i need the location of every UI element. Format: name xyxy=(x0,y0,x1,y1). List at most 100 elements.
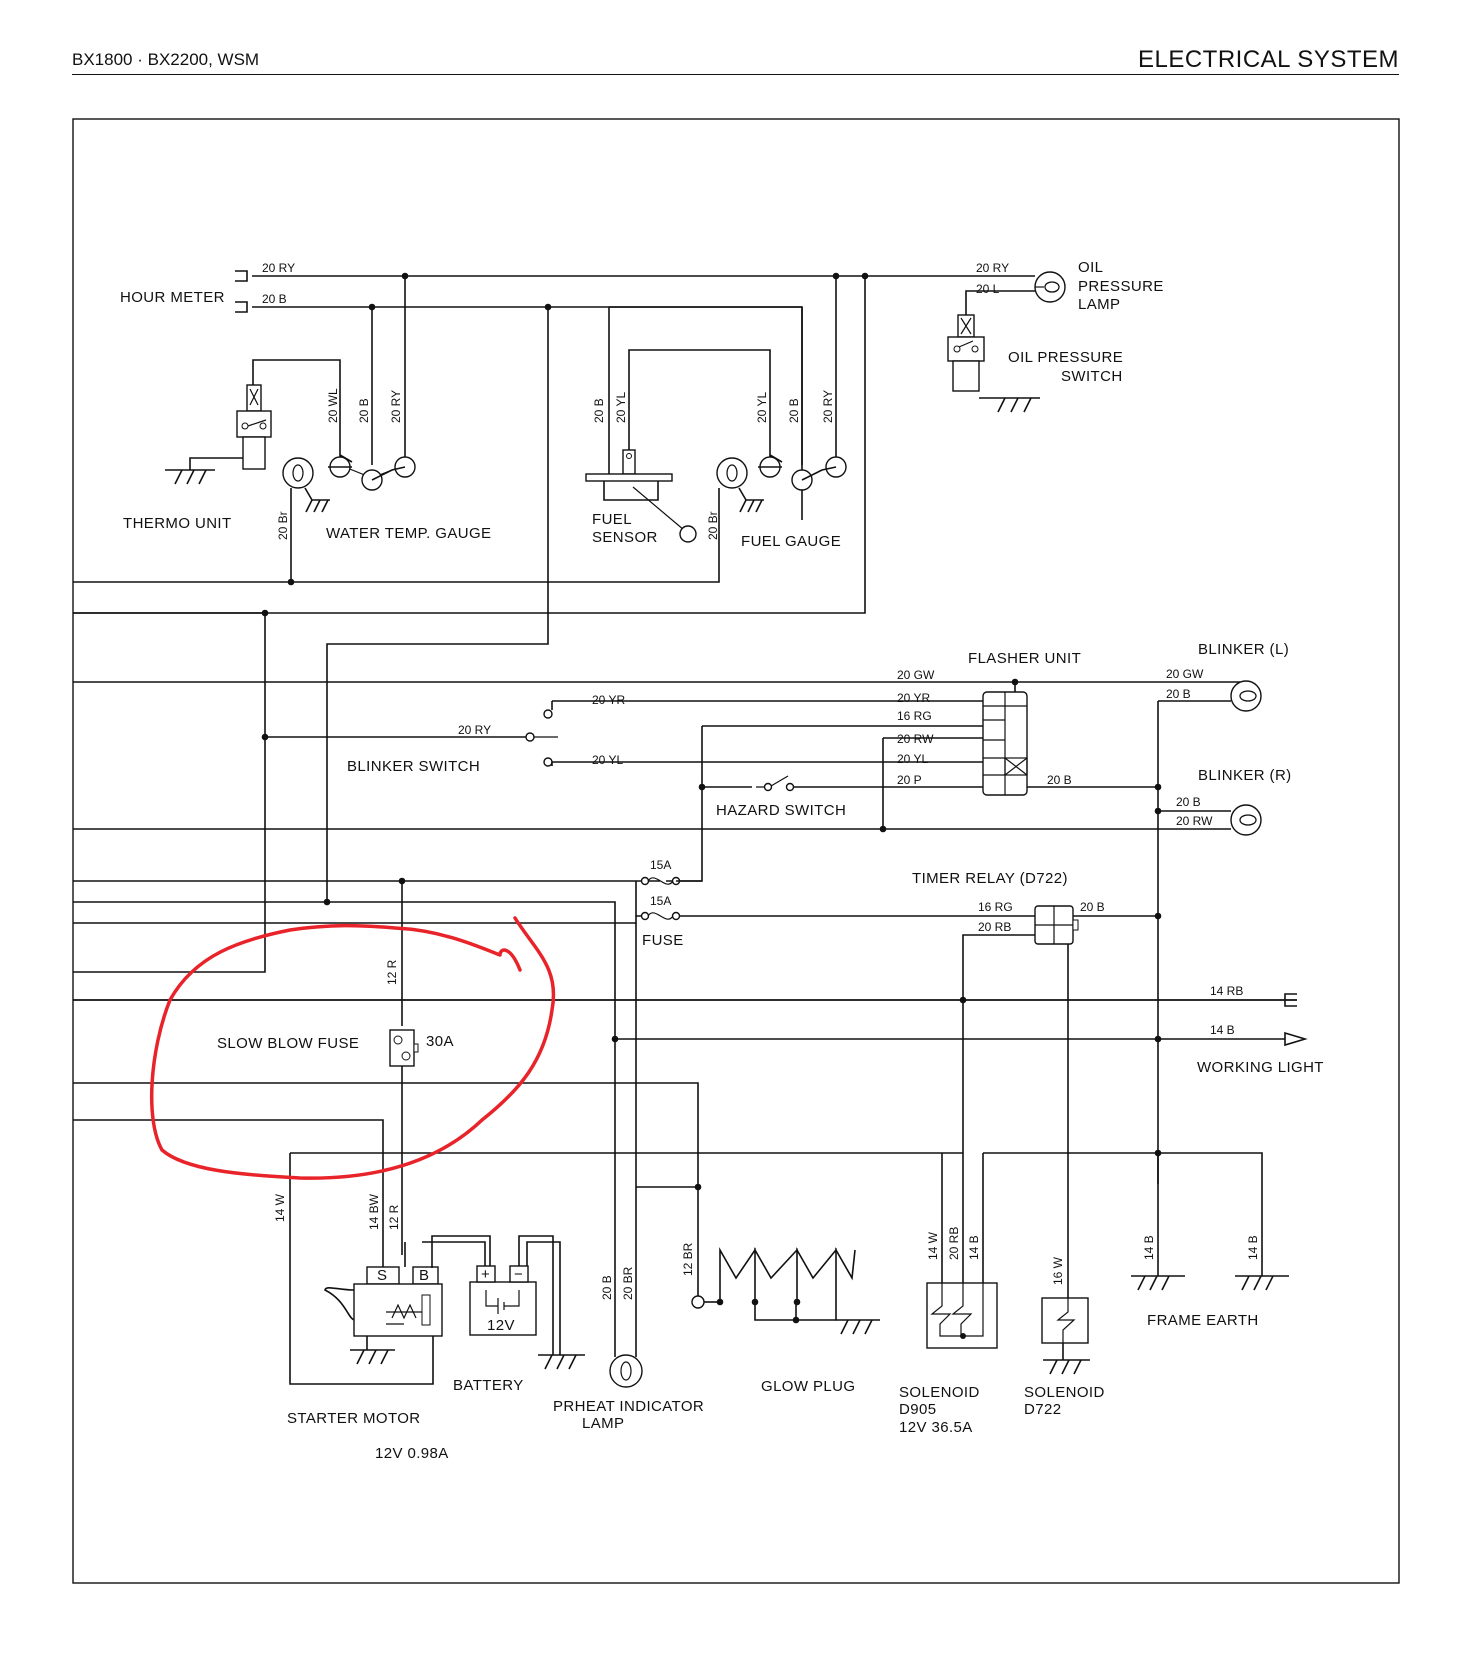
flasher-unit-label: FLASHER UNIT xyxy=(968,650,1081,667)
wire-label: 20 YL xyxy=(614,392,628,423)
oil-lamp-label: PRESSURE xyxy=(1078,278,1164,295)
battery-plus-label: + xyxy=(481,1266,490,1283)
wire-label: 12 R xyxy=(387,1204,401,1230)
wire-label: 20 YL xyxy=(755,392,769,423)
wire-label: 14 W xyxy=(926,1231,940,1260)
wire-label: 20 B xyxy=(357,398,371,423)
fuse-label: FUSE xyxy=(642,932,684,949)
hazard-switch xyxy=(756,775,795,792)
blinker-left-label: BLINKER (L) xyxy=(1198,641,1289,658)
wire-label: 14 W xyxy=(273,1193,287,1222)
preheat-lamp-label: LAMP xyxy=(582,1415,624,1432)
water-temp-gauge xyxy=(252,276,416,582)
starter-terminal-s: S xyxy=(377,1267,387,1284)
oil-lamp-label: LAMP xyxy=(1078,296,1120,313)
oil-switch-label: SWITCH xyxy=(1061,368,1123,385)
wire-label: 20 RB xyxy=(947,1227,961,1260)
fuel-gauge-label: FUEL GAUGE xyxy=(741,533,841,550)
wire-label: 20 RY xyxy=(262,261,295,275)
wire-label: 20 RW xyxy=(1176,814,1213,828)
wire-label: 20 Br xyxy=(706,511,720,540)
solenoid-d722 xyxy=(1041,1297,1090,1375)
glow-plug xyxy=(636,1186,880,1335)
wire-label: 20 RY xyxy=(976,261,1009,275)
wire-label: 20 Br xyxy=(276,511,290,540)
top-bus-wires xyxy=(73,270,1035,614)
wire-label: 20 B xyxy=(787,398,801,423)
timer-relay xyxy=(962,905,1158,1298)
junction-dots xyxy=(261,272,1162,1324)
battery-minus-label: − xyxy=(514,1266,523,1283)
wire-label: 16 RG xyxy=(978,900,1013,914)
wire-label: 20 YR xyxy=(897,691,930,705)
water-temp-label: WATER TEMP. GAUGE xyxy=(326,525,491,542)
wire-label: 20 B xyxy=(1080,900,1105,914)
flasher-unit xyxy=(552,681,1230,882)
wire-label: 20 GW xyxy=(897,668,935,682)
wire-label: 20 RY xyxy=(389,390,403,423)
wire-label: 20 B xyxy=(1176,795,1201,809)
section-title: ELECTRICAL SYSTEM xyxy=(1137,46,1399,73)
solenoid-d905-label: 12V 36.5A xyxy=(899,1419,973,1436)
diagram-frame xyxy=(72,118,1400,1584)
blinker-right xyxy=(1158,804,1262,836)
glow-plug-label: GLOW PLUG xyxy=(761,1378,855,1395)
wire-label: 20 RY xyxy=(821,390,835,423)
preheat-indicator-lamp xyxy=(609,923,643,1388)
starter-motor xyxy=(289,1152,963,1385)
blinker-switch xyxy=(525,701,558,767)
preheat-lamp-label: PRHEAT INDICATOR xyxy=(553,1398,704,1415)
wire-label: 20 YL xyxy=(592,753,623,767)
fuel-gauge xyxy=(73,276,847,583)
wire-label: 20 BR xyxy=(621,1266,635,1300)
wire-label: 14 B xyxy=(1142,1235,1156,1260)
document-model-header: BX1800 · BX2200, WSM xyxy=(72,50,260,69)
wire-label: 20 B xyxy=(1047,773,1072,787)
blinker-switch-label: BLINKER SWITCH xyxy=(347,758,480,775)
frame-earth-label: FRAME EARTH xyxy=(1147,1312,1259,1329)
wire-label: 12 BR xyxy=(681,1242,695,1276)
battery-label: BATTERY xyxy=(453,1377,524,1394)
fuse-15a-1 xyxy=(640,876,702,886)
timer-relay-label: TIMER RELAY (D722) xyxy=(912,870,1068,887)
hour-meter-label: HOUR METER xyxy=(120,289,225,306)
wire-label: 20 GW xyxy=(1166,667,1204,681)
wire-label: 20 B xyxy=(1166,687,1191,701)
solenoid-d905-label: D905 xyxy=(899,1401,936,1418)
wire-label: 20 YR xyxy=(592,693,625,707)
wire-label: 14 BW xyxy=(367,1193,381,1230)
battery-voltage-label: 12V xyxy=(487,1317,515,1334)
slow-blow-fuse-label: SLOW BLOW FUSE xyxy=(217,1035,359,1052)
thermo-unit xyxy=(165,384,272,485)
wire-label: 14 B xyxy=(1246,1235,1260,1260)
starter-terminal-b: B xyxy=(419,1267,429,1284)
fuel-sensor-label: FUEL xyxy=(592,511,632,528)
header-rule xyxy=(72,74,1399,75)
wire-label: 20 B xyxy=(600,1275,614,1300)
wire-label: 20 B xyxy=(262,292,287,306)
oil-pressure-switch xyxy=(947,290,1040,413)
wire-label: 20 WL xyxy=(326,388,340,423)
hazard-switch-label: HAZARD SWITCH xyxy=(716,802,846,819)
battery xyxy=(469,1235,585,1370)
solenoid-d722-label: D722 xyxy=(1024,1401,1061,1418)
fuse-rating: 15A xyxy=(650,894,671,908)
starter-motor-label: STARTER MOTOR xyxy=(287,1410,421,1427)
wire-label: 14 B xyxy=(967,1235,981,1260)
oil-pressure-lamp xyxy=(1034,271,1066,303)
frame-earth xyxy=(1131,1153,1289,1291)
wire-label: 14 RB xyxy=(1210,984,1243,998)
wire-label: 20 RB xyxy=(978,920,1011,934)
fuel-sensor-label: SENSOR xyxy=(592,529,658,546)
wire-label: 16 RG xyxy=(897,709,932,723)
blinker-left xyxy=(1157,680,1262,1184)
working-light xyxy=(73,993,1308,1047)
wire-label: 20 RW xyxy=(897,732,934,746)
wire-label: 20 P xyxy=(897,773,922,787)
starter-rating: 12V 0.98A xyxy=(375,1445,449,1462)
highlight-annotation xyxy=(149,916,556,1180)
wire-label: 20 YL xyxy=(897,752,928,766)
wire-label: 14 B xyxy=(1210,1023,1235,1037)
wire-label: 12 R xyxy=(385,959,399,985)
